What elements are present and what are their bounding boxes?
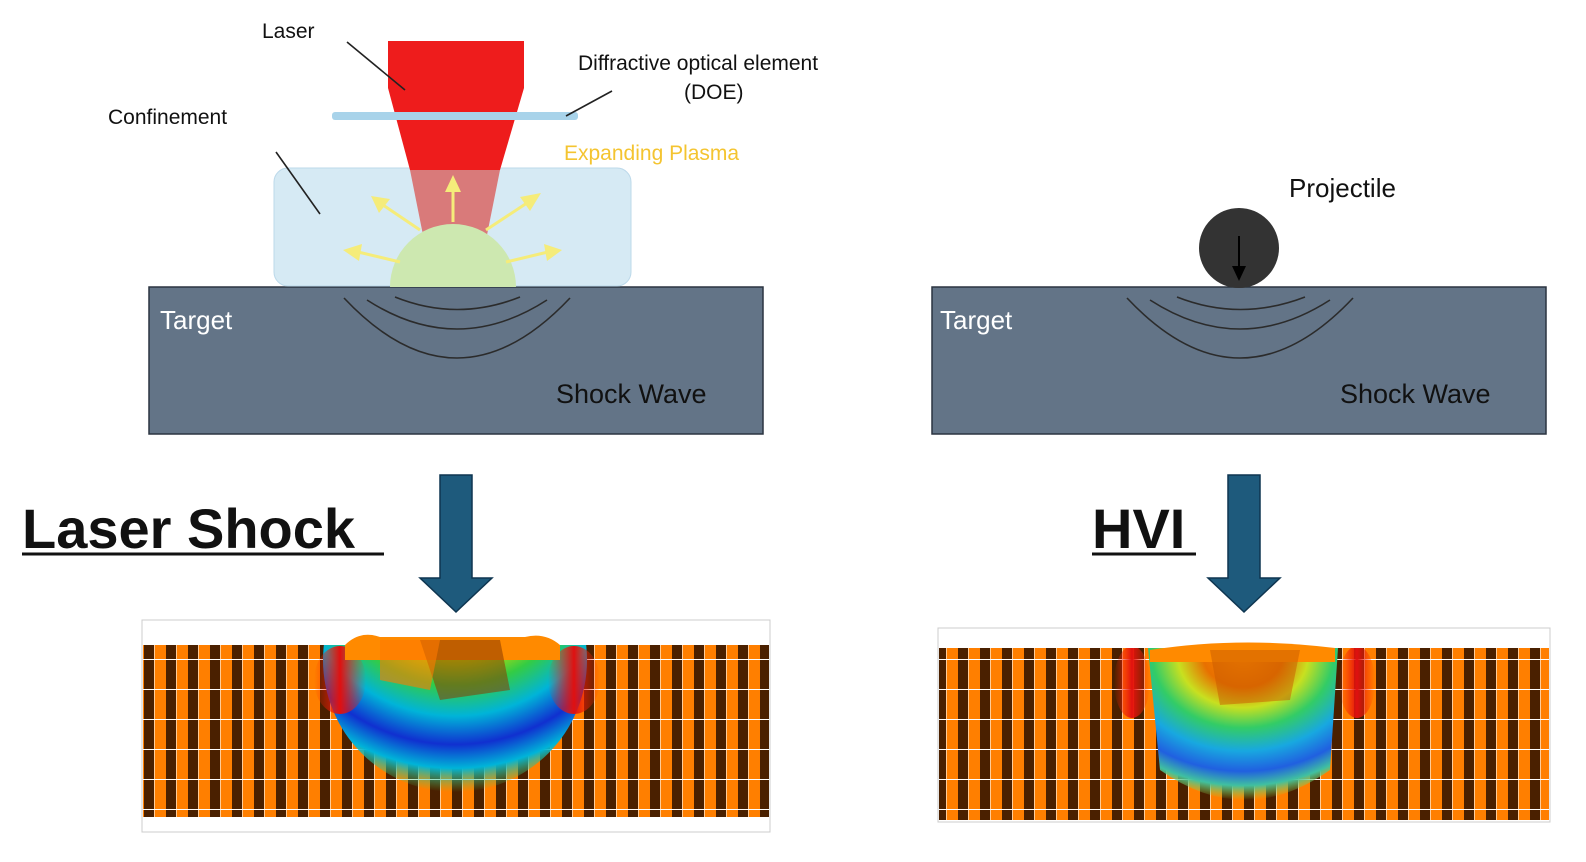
hvi-shockwave-arcs xyxy=(1126,296,1354,359)
shockwave-arcs xyxy=(343,296,571,359)
plasma-label: Expanding Plasma xyxy=(564,142,739,165)
laser-shock-title-text: Laser Shock xyxy=(22,497,356,560)
laser-beam xyxy=(388,41,524,170)
projectile-label: Projectile xyxy=(1289,173,1396,203)
laser-beam-in-confinement xyxy=(410,170,500,240)
hvi-simulation-image xyxy=(937,627,1551,823)
hvi-shockwave-label: Shock Wave xyxy=(1340,379,1491,409)
plasma-arrows xyxy=(343,175,562,264)
shockwave-label: Shock Wave xyxy=(556,379,707,409)
projectile-direction-arrow xyxy=(1232,236,1246,281)
hvi-schematic: Projectile Target Shock Wave xyxy=(931,173,1547,435)
doe-label-line2: (DOE) xyxy=(684,81,744,104)
hvi-target-label: Target xyxy=(940,305,1013,335)
confinement-label: Confinement xyxy=(108,106,227,129)
doe-plate xyxy=(332,112,578,120)
laser-simulation-image xyxy=(141,619,771,833)
hvi-target-block xyxy=(931,286,1547,435)
laser-shock-title: Laser Shock xyxy=(22,497,384,560)
plasma-dome xyxy=(390,224,516,287)
leader-lines xyxy=(275,41,613,215)
hvi-flow-arrow xyxy=(1206,474,1282,614)
hvi-title: HVI xyxy=(1092,497,1196,560)
target-block xyxy=(148,286,764,435)
target-label: Target xyxy=(160,305,233,335)
laser-label: Laser xyxy=(262,20,315,43)
laser-flow-arrow xyxy=(418,474,494,614)
doe-label-line1: Diffractive optical element xyxy=(578,52,818,75)
laser-shock-schematic: Laser Diffractive optical element (DOE) … xyxy=(108,20,818,435)
hvi-title-text: HVI xyxy=(1092,497,1185,560)
